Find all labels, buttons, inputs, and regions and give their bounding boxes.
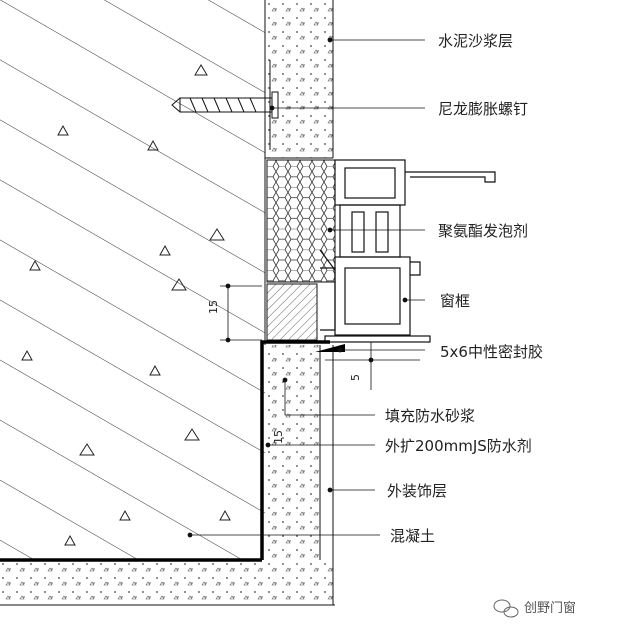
label-cement-mortar: 水泥沙浆层 (438, 32, 513, 50)
label-js-waterproof: 外扩200mmJS防水剂 (385, 437, 532, 455)
label-sealant: 5x6中性密封胶 (440, 343, 543, 361)
mortar-block (266, 283, 318, 341)
leader-lines (187, 37, 425, 538)
watermark: 创野门窗 (493, 599, 576, 618)
label-nylon-anchor: 尼龙膨胀螺钉 (438, 100, 528, 118)
bottom-render-layer (0, 560, 335, 605)
label-fill-mortar: 填充防水砂浆 (385, 407, 475, 425)
label-pu-foam: 聚氨酯发泡剂 (438, 222, 528, 240)
dim-5-label: 5 (349, 374, 362, 381)
concrete-wall (0, 0, 265, 560)
cement-mortar-layer (264, 0, 334, 345)
dim-15-label: 15 (207, 300, 220, 314)
dimension-15-vertical (220, 283, 262, 343)
label-window-frame: 窗框 (440, 292, 470, 310)
lower-render (0, 340, 345, 605)
dim-side-15-label: 15 (272, 430, 285, 444)
label-concrete: 混凝土 (390, 527, 435, 545)
watermark-text: 创野门窗 (524, 600, 576, 616)
nylon-anchor-screw (171, 60, 279, 150)
wechat-icon (493, 599, 519, 618)
window-frame-profile (319, 159, 496, 343)
label-exterior-finish: 外装饰层 (387, 482, 447, 500)
pu-foam-fill (266, 159, 336, 283)
